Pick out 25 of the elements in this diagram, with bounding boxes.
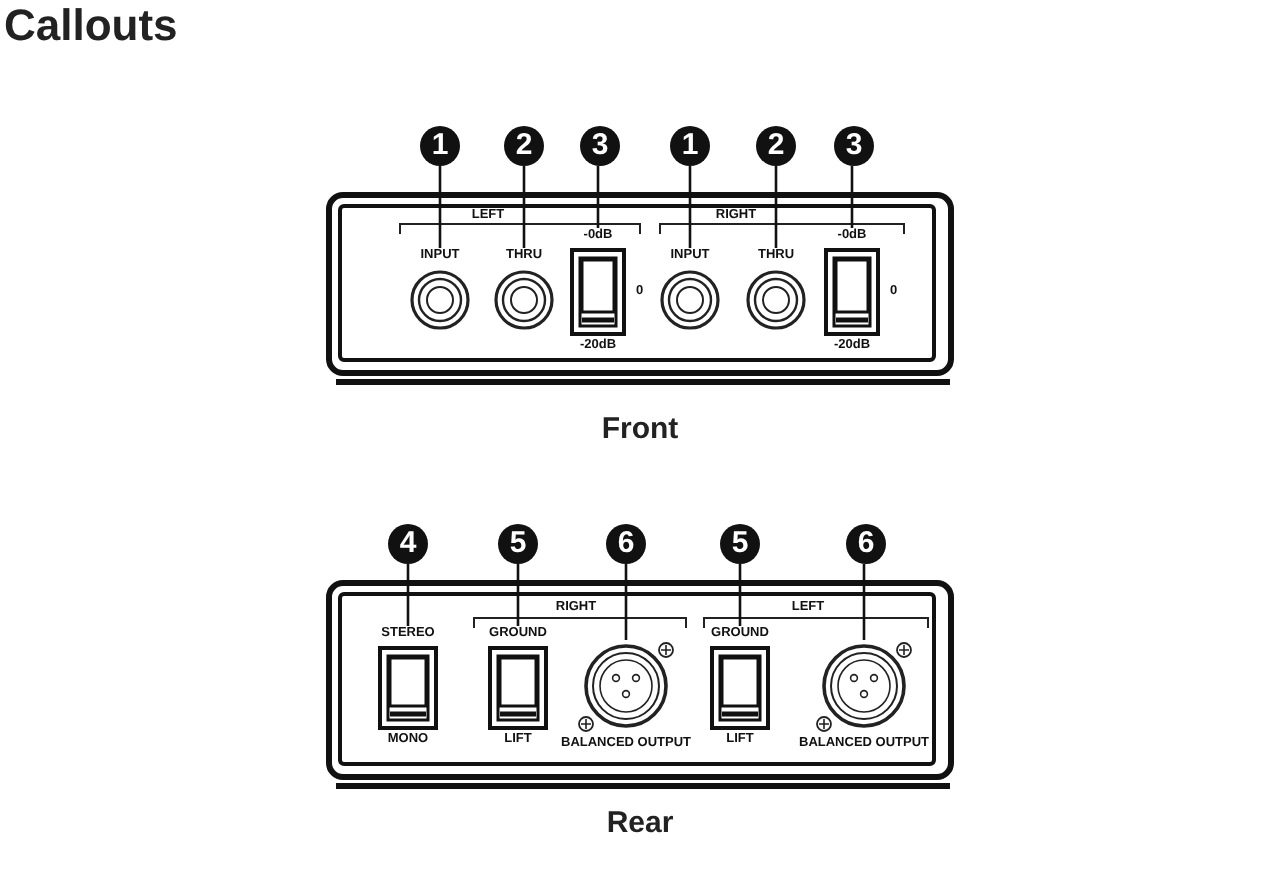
callout-number: 2 — [504, 126, 544, 166]
callout-number: 3 — [834, 126, 874, 166]
callout-number: 4 — [388, 524, 428, 564]
callout-number: 5 — [498, 524, 538, 564]
leader-line — [438, 166, 442, 248]
leader-line — [850, 166, 854, 228]
leader-line — [522, 166, 526, 248]
leader-line — [862, 564, 866, 640]
callout-number: 5 — [720, 524, 760, 564]
callout-number: 2 — [756, 126, 796, 166]
leader-line — [596, 166, 600, 228]
leader-line — [516, 564, 520, 626]
panel-caption: Front — [599, 412, 681, 446]
callout-number: 1 — [420, 126, 460, 166]
leader-line — [406, 564, 410, 626]
callout-number: 3 — [580, 126, 620, 166]
title: Callouts — [4, 0, 178, 52]
leader-line — [738, 564, 742, 626]
panel-caption: Rear — [604, 806, 676, 840]
callout-number: 6 — [846, 524, 886, 564]
leader-line — [688, 166, 692, 248]
callout-number: 6 — [606, 524, 646, 564]
leader-line — [774, 166, 778, 248]
callout-number: 1 — [670, 126, 710, 166]
leader-line — [624, 564, 628, 640]
